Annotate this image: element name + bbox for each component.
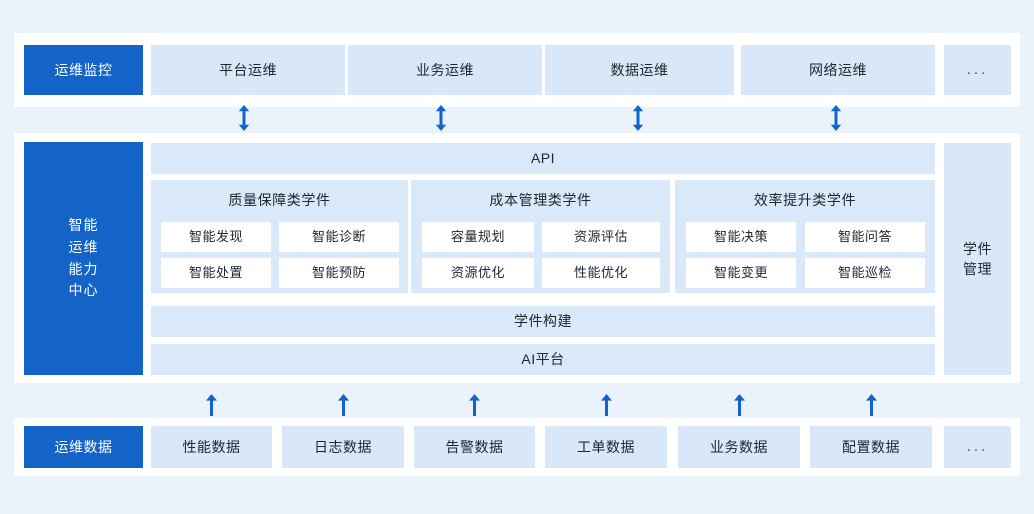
bottom-item-ticket-data[interactable]: 工单数据 [545, 426, 667, 468]
capability-tile[interactable]: 智能诊断 [279, 222, 399, 252]
center-side-label[interactable]: 智能 运维 能力 中心 [24, 142, 143, 375]
capability-tile[interactable]: 资源评估 [542, 222, 660, 252]
bottom-item-alarm-data[interactable]: 告警数据 [414, 426, 535, 468]
double-arrow-vertical-icon [237, 105, 251, 131]
center-side-label-line: 中心 [68, 282, 99, 299]
arrow-up-icon [337, 394, 350, 416]
band-ai-platform[interactable]: AI平台 [151, 344, 935, 375]
capability-tile[interactable]: 智能预防 [279, 258, 399, 288]
top-item-more[interactable]: ... [944, 45, 1011, 95]
arrow-up-icon [205, 394, 218, 416]
band-learnware-build[interactable]: 学件构建 [151, 306, 935, 337]
center-side-label-line: 能力 [68, 260, 99, 277]
center-right-label-line: 管理 [963, 261, 992, 277]
double-arrow-vertical-icon [631, 105, 645, 131]
top-row-label[interactable]: 运维监控 [24, 45, 143, 95]
group-title-quality: 质量保障类学件 [228, 192, 331, 208]
bottom-item-business-data[interactable]: 业务数据 [678, 426, 800, 468]
center-side-label-line: 运维 [68, 238, 99, 255]
arrow-up-icon [865, 394, 878, 416]
center-right-label-line: 学件 [963, 240, 992, 257]
capability-tile[interactable]: 智能发现 [161, 222, 271, 252]
bottom-item-config-data[interactable]: 配置数据 [810, 426, 932, 468]
top-item-network-ops[interactable]: 网络运维 [741, 45, 935, 95]
capability-tile[interactable]: 智能处置 [161, 258, 271, 288]
capability-tile[interactable]: 智能问答 [805, 222, 925, 252]
bottom-row-label[interactable]: 运维数据 [24, 426, 143, 468]
bottom-item-performance-data[interactable]: 性能数据 [151, 426, 272, 468]
center-right-label[interactable]: 学件 管理 [944, 143, 1011, 375]
capability-tile[interactable]: 智能变更 [686, 258, 796, 288]
api-band[interactable]: API [151, 143, 935, 174]
bottom-item-more[interactable]: ... [944, 426, 1011, 468]
center-side-label-line: 智能 [68, 217, 99, 234]
group-title-efficiency: 效率提升类学件 [753, 192, 857, 208]
bottom-item-log-data[interactable]: 日志数据 [282, 426, 404, 468]
top-item-business-ops[interactable]: 业务运维 [348, 45, 542, 95]
arrow-up-icon [468, 394, 481, 416]
capability-tile[interactable]: 性能优化 [542, 258, 660, 288]
capability-tile[interactable]: 资源优化 [422, 258, 534, 288]
group-title-cost: 成本管理类学件 [489, 192, 592, 208]
capability-tile[interactable]: 智能巡检 [805, 258, 925, 288]
top-item-data-ops[interactable]: 数据运维 [545, 45, 734, 95]
double-arrow-vertical-icon [829, 105, 843, 131]
capability-tile[interactable]: 容量规划 [422, 222, 534, 252]
capability-tile[interactable]: 智能决策 [686, 222, 796, 252]
arrow-up-icon [600, 394, 613, 416]
double-arrow-vertical-icon [434, 105, 448, 131]
arrow-up-icon [733, 394, 746, 416]
top-item-platform-ops[interactable]: 平台运维 [151, 45, 345, 95]
